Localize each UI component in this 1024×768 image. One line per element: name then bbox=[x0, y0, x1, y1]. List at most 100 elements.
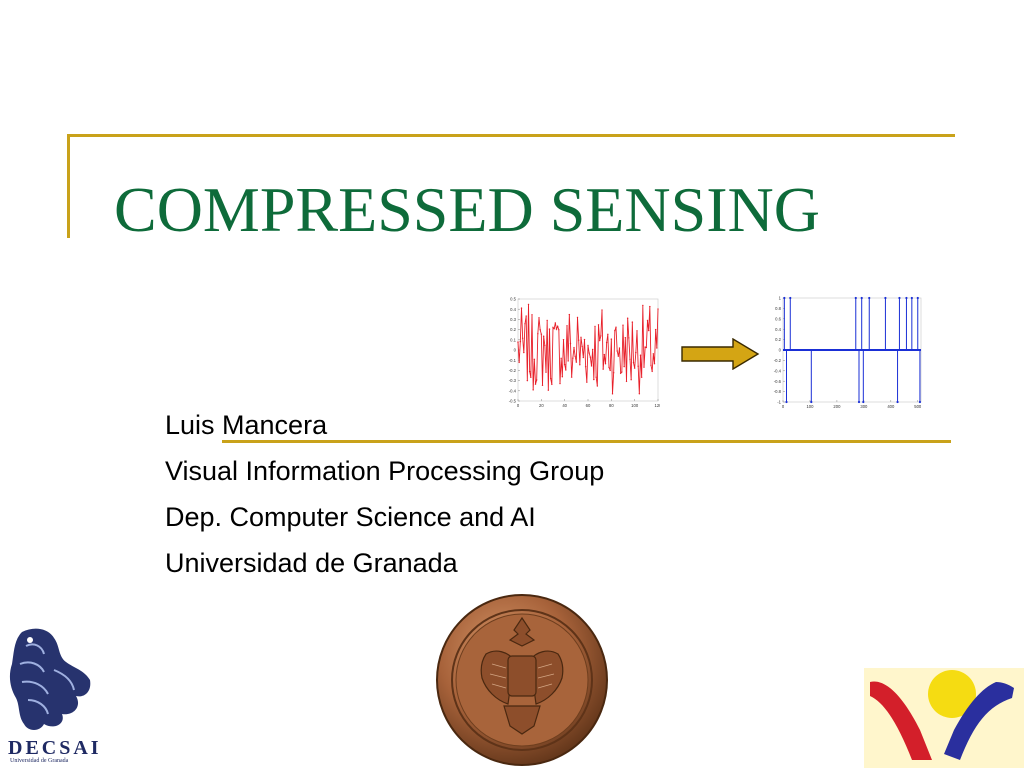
institution-logo bbox=[864, 668, 1024, 768]
department-name: Dep. Computer Science and AI bbox=[165, 502, 536, 532]
noise-point bbox=[569, 342, 572, 345]
noise-point bbox=[645, 346, 648, 349]
decsai-eagle-logo bbox=[9, 628, 91, 730]
noise-point bbox=[610, 338, 613, 340]
noise-point bbox=[642, 304, 644, 307]
noise-point bbox=[546, 319, 548, 322]
spike-point bbox=[810, 400, 813, 404]
noise-point bbox=[593, 378, 595, 381]
x-tick-label: 400 bbox=[887, 404, 895, 409]
x-tick-label: 20 bbox=[539, 403, 544, 408]
y-tick-label: 0 bbox=[514, 348, 517, 353]
y-tick-label: -0.4 bbox=[774, 368, 782, 373]
noise-point bbox=[638, 393, 641, 395]
noise-point bbox=[602, 368, 604, 370]
x-tick-label: 80 bbox=[609, 403, 614, 408]
noise-point bbox=[530, 376, 532, 379]
spike-point bbox=[857, 400, 861, 404]
noise-point bbox=[583, 338, 586, 341]
noise-point bbox=[527, 303, 530, 306]
right-arrow-icon bbox=[681, 338, 760, 370]
noise-point bbox=[608, 366, 610, 369]
y-tick-label: -1 bbox=[777, 400, 781, 405]
decsai-name: DECSAI bbox=[8, 737, 102, 759]
university-seal-logo bbox=[436, 594, 608, 766]
noise-point bbox=[654, 328, 657, 331]
y-tick-label: 0.8 bbox=[775, 306, 781, 311]
spike-point bbox=[896, 400, 899, 404]
y-tick-label: -0.5 bbox=[509, 399, 517, 404]
noise-point bbox=[656, 347, 658, 349]
noise-point bbox=[657, 308, 659, 310]
noise-point bbox=[528, 370, 531, 373]
noise-point bbox=[617, 355, 620, 357]
left-rule bbox=[67, 134, 70, 238]
noise-point bbox=[651, 370, 653, 373]
noise-point bbox=[518, 361, 520, 364]
noise-point bbox=[568, 313, 571, 316]
noise-point bbox=[639, 354, 642, 356]
noise-point bbox=[579, 364, 581, 366]
noise-point bbox=[653, 363, 656, 365]
noise-point bbox=[539, 329, 541, 331]
noise-point bbox=[547, 389, 550, 391]
y-tick-label: -0.2 bbox=[774, 358, 782, 363]
university-name: Universidad de Granada bbox=[165, 548, 458, 578]
noise-point bbox=[519, 340, 522, 343]
noise-point bbox=[540, 333, 543, 335]
y-tick-label: 0 bbox=[779, 348, 782, 353]
noise-point bbox=[586, 381, 588, 383]
y-tick-label: 0.2 bbox=[775, 337, 781, 342]
noise-point bbox=[534, 383, 537, 385]
y-tick-label: 0.5 bbox=[510, 297, 516, 302]
spike-point bbox=[868, 296, 871, 300]
noise-point bbox=[628, 337, 630, 339]
noise-point bbox=[589, 356, 592, 358]
noise-point bbox=[554, 322, 557, 324]
noise-point bbox=[561, 376, 564, 378]
noise-point bbox=[616, 350, 618, 352]
noise-point bbox=[618, 347, 621, 349]
spike-point bbox=[905, 296, 908, 300]
noise-point bbox=[535, 379, 538, 381]
y-tick-label: 0.6 bbox=[775, 316, 781, 321]
noise-point bbox=[570, 376, 573, 378]
y-tick-label: 0.3 bbox=[510, 317, 516, 322]
noise-point bbox=[573, 346, 575, 349]
y-tick-label: 0.4 bbox=[775, 327, 781, 332]
x-tick-label: 0 bbox=[782, 404, 785, 409]
noise-point bbox=[633, 367, 636, 369]
noise-point bbox=[590, 365, 593, 367]
spike-point bbox=[785, 400, 788, 404]
noise-point bbox=[614, 329, 616, 332]
noise-point bbox=[574, 355, 576, 358]
noise-point bbox=[611, 393, 614, 395]
noise-point bbox=[647, 329, 650, 332]
noise-point bbox=[565, 369, 567, 371]
y-tick-label: -0.4 bbox=[509, 388, 517, 393]
noise-point bbox=[605, 341, 608, 344]
noise-point bbox=[597, 324, 600, 326]
noise-point bbox=[566, 325, 568, 327]
noise-point bbox=[524, 323, 526, 325]
noise-point bbox=[607, 333, 609, 336]
author-name: Luis Mancera bbox=[165, 410, 328, 440]
x-tick-label: 0 bbox=[517, 403, 520, 408]
noise-point bbox=[595, 376, 597, 378]
noise-point bbox=[542, 335, 545, 337]
noise-point bbox=[567, 360, 569, 362]
noise-point bbox=[632, 361, 635, 364]
noise-point bbox=[538, 317, 540, 319]
spike-point bbox=[916, 296, 919, 300]
noise-point bbox=[581, 345, 583, 348]
y-tick-label: -0.3 bbox=[509, 378, 517, 383]
noise-point bbox=[635, 351, 637, 354]
noise-point bbox=[591, 348, 594, 351]
noise-point bbox=[619, 372, 622, 374]
noise-point bbox=[588, 352, 590, 354]
noise-point bbox=[551, 383, 553, 386]
noise-point bbox=[652, 353, 655, 355]
noise-point bbox=[630, 379, 632, 381]
noise-point bbox=[563, 363, 566, 366]
